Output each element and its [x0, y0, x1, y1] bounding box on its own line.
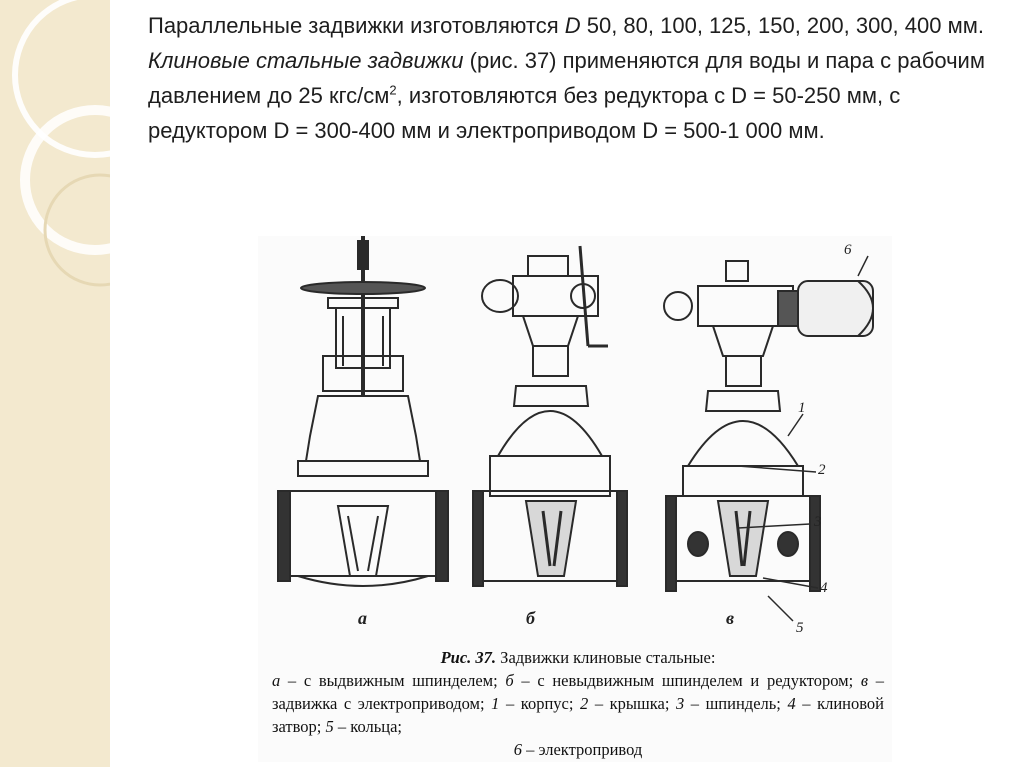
- text-run: Параллельные задвижки изготовляются: [148, 13, 565, 38]
- decorative-side-band: [0, 0, 110, 767]
- callout-1: 1: [798, 400, 806, 416]
- figure-caption: Рис. 37. Задвижки клиновые стальные: а –…: [272, 646, 884, 761]
- caption-title: Рис. 37. Задвижки клиновые стальные:: [272, 646, 884, 669]
- figure-label-v: в: [726, 608, 735, 628]
- callout-3: 3: [814, 514, 822, 530]
- text-run: Клиновые стальные задвижки: [148, 48, 464, 73]
- callout-6: 6: [844, 242, 852, 258]
- caption-run: б: [505, 671, 514, 690]
- valve-c-drawing: [663, 260, 874, 592]
- caption-title-bold: Рис. 37.: [440, 648, 497, 667]
- caption-run: 5: [325, 717, 334, 736]
- caption-run: – задвижка с электроприводом;: [272, 671, 884, 713]
- caption-run: – электропривод: [521, 740, 643, 759]
- callout-4: 4: [820, 580, 828, 596]
- figure-label-a: а: [358, 608, 367, 628]
- paragraph-parallel: Параллельные задвижки изготовляются D 50…: [148, 8, 988, 43]
- valve-drawings: [277, 236, 874, 622]
- caption-last-line: 6 – электропривод: [272, 738, 884, 761]
- text-run: , изготовляются без редуктора с D = 50-2…: [148, 83, 901, 143]
- superscript: 2: [389, 82, 397, 98]
- figure-label-b: б: [526, 608, 535, 628]
- caption-title-text: Задвижки клиновые стальные:: [496, 648, 716, 667]
- valve-b-drawing: [472, 245, 628, 587]
- callout-2: 2: [818, 462, 826, 478]
- slide-body-text: Параллельные задвижки изготовляются D 50…: [148, 8, 988, 148]
- caption-run: 2: [580, 694, 589, 713]
- caption-run: в: [860, 671, 869, 690]
- decorative-rings: [12, 0, 110, 287]
- caption-run: – шпиндель;: [684, 694, 788, 713]
- text-run: 50, 80, 100, 125, 150, 200, 300, 400 мм.: [580, 13, 984, 38]
- figure-37: а б в 6 1 2 3 4 5: [258, 236, 892, 762]
- caption-run: – крышка;: [588, 694, 676, 713]
- caption-run: – кольца;: [333, 717, 402, 736]
- text-run: (рис. 37) применяются для воды и пара с …: [148, 48, 985, 108]
- callout-5: 5: [796, 620, 804, 636]
- caption-run: 6: [513, 740, 522, 759]
- callout-leaders: [737, 255, 869, 622]
- caption-body: а – с выдвижным шпинделем; б – с невыдви…: [272, 669, 884, 738]
- caption-run: – корпус;: [499, 694, 581, 713]
- valve-a-drawing: [277, 236, 449, 587]
- caption-run: а: [272, 671, 281, 690]
- caption-run: 1: [491, 694, 500, 713]
- caption-run: – с выдвижным шпинделем;: [280, 671, 506, 690]
- paragraph-wedge: Клиновые стальные задвижки (рис. 37) при…: [148, 43, 988, 148]
- caption-run: – с невыдвижным шпинделем и редуктором;: [513, 671, 861, 690]
- caption-run: 3: [675, 694, 685, 713]
- text-run: D: [564, 13, 581, 38]
- caption-run: – клиновой затвор;: [272, 694, 884, 736]
- caption-run: 4: [787, 694, 796, 713]
